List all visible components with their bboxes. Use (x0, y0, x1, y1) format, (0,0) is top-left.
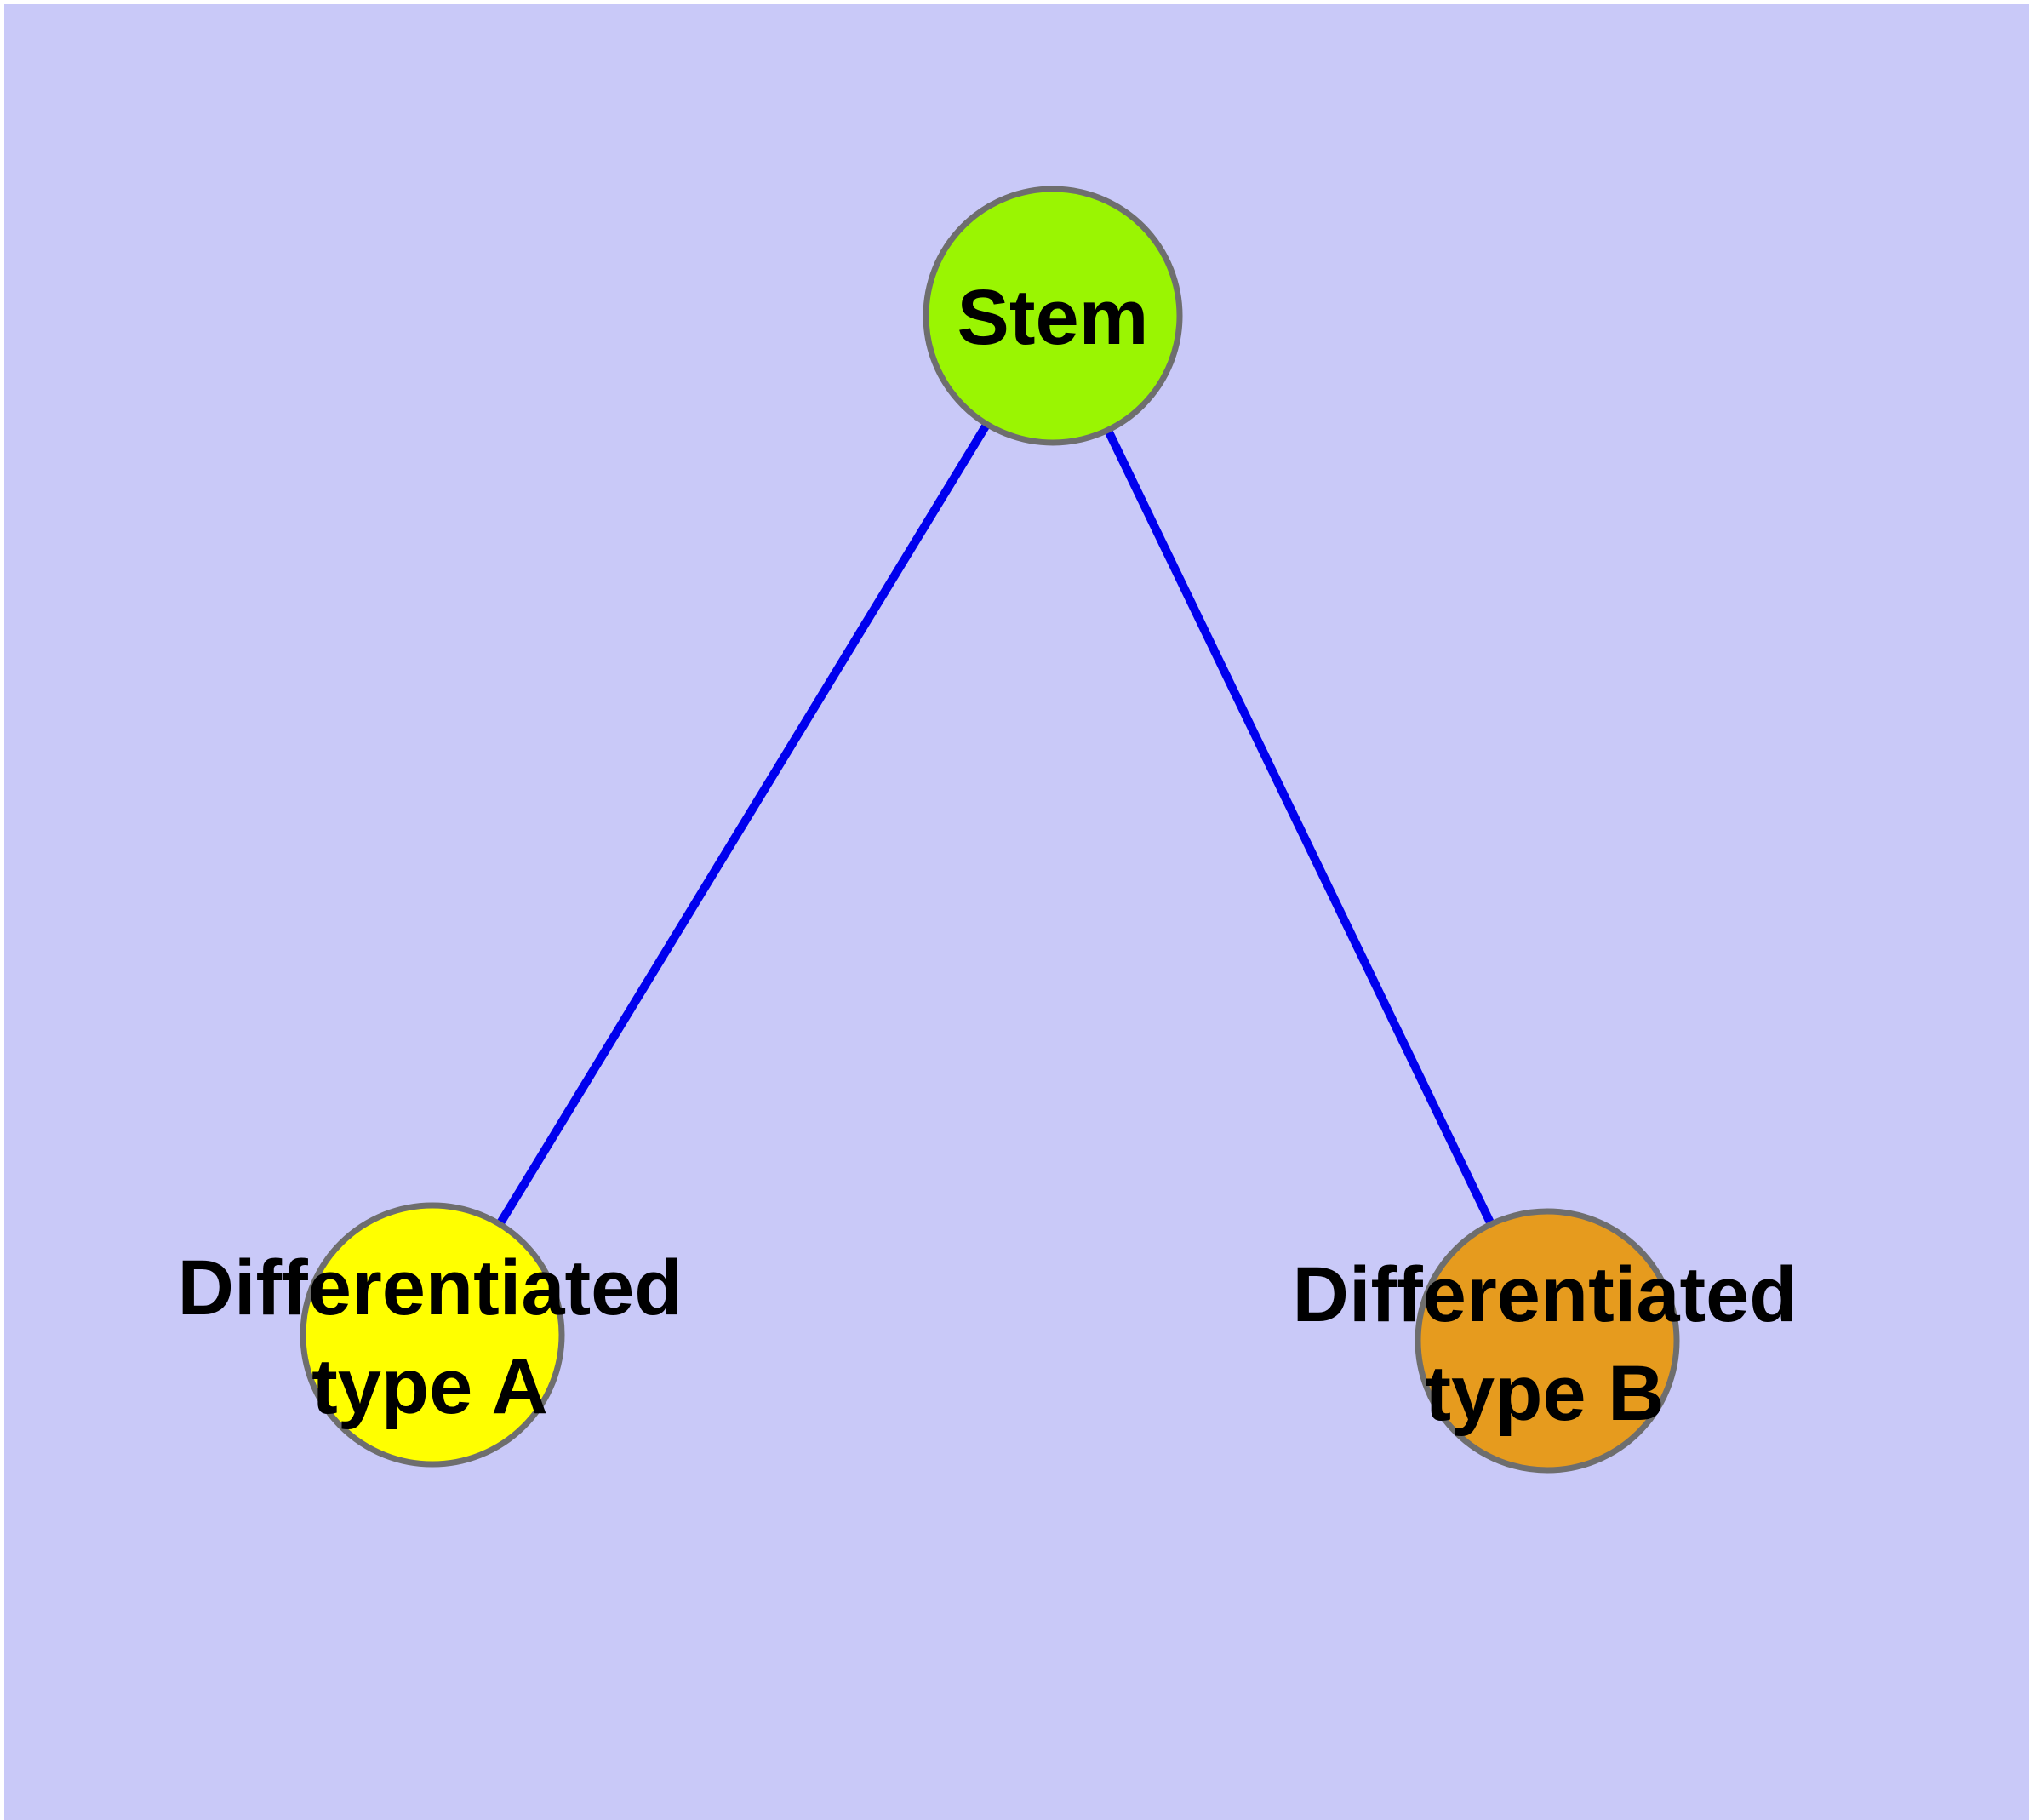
node-type-a-label: Differentiated type A (177, 1245, 683, 1430)
node-type-a-circle (300, 1202, 565, 1468)
edge-stem-to-type-b (1049, 313, 1552, 1343)
edge-stem-to-type-a (428, 313, 1057, 1337)
node-stem-circle (923, 186, 1183, 446)
node-stem-label: Stem (957, 274, 1149, 362)
node-type-b-circle (1415, 1208, 1680, 1474)
node-type-b-label: Differentiated type B (1292, 1251, 1798, 1437)
